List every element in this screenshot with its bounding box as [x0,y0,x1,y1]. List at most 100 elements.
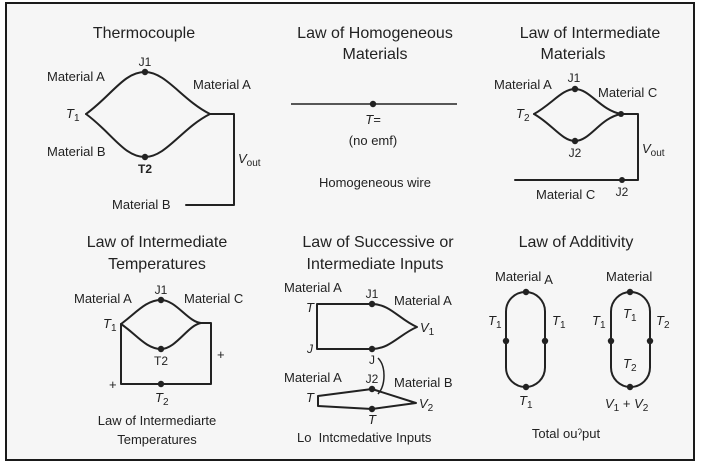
junction-t2 [141,153,149,161]
material-a-label: Material A [193,77,251,92]
output-lead [514,113,639,181]
temp-label-t: T [368,412,377,427]
junction-right [541,337,549,345]
panel-title: Temperatures [108,256,206,273]
junction-j1 [571,85,579,93]
junction-label-j1: J1 [366,287,379,301]
temp-label-t2: T2 [516,106,530,124]
junction-label-j2: J2 [616,185,629,199]
lower-circuit-wire [371,388,417,410]
junction-j [368,345,376,353]
junction-j2 [571,137,579,145]
temp-label-t1: T1 [103,316,117,334]
temp-label: T= [365,112,381,127]
material-label: Material [606,269,652,284]
panel-homogeneous-materials: Law of Homogeneous Materials T= (no emf)… [291,25,457,190]
junction-j2 [368,385,376,393]
material-a-label: Material A [394,293,452,308]
junction-left [502,337,510,345]
wire-lower [120,322,202,350]
material-b-label: Material B [112,197,171,212]
upper-circuit-wire [371,303,418,350]
plus-sign: + [217,347,225,362]
junction-base [619,177,625,183]
junction-label-j1: J1 [568,71,581,85]
panel-title: Intermediate Inputs [307,256,444,273]
diagram-frame [5,2,695,461]
temp-label-t2: T2 [656,313,670,331]
temp-label-t1: T1 [623,306,637,324]
material-a-label: Material A [47,69,105,84]
junction-t2 [157,345,165,353]
junction-label-j1: J1 [139,55,152,69]
sum-label: V1 + V2 [605,396,649,414]
panel-thermocouple: Thermocouple J1 T2 Material A Material A… [47,25,261,212]
temp-label-t: T [306,390,315,405]
junction-label-t2: T2 [138,162,152,176]
material-a-label: Material A [284,370,342,385]
caption: Law of Intermediarte [98,413,217,428]
output-label-v2: V2 [419,396,434,414]
panel-title: Law of Intermediate [520,25,661,42]
junction-label-j1: J1 [155,283,168,297]
material-a-label: Material A [494,77,552,92]
junction-right [618,111,624,117]
junction-j1 [157,296,165,304]
material-b-label: Material B [47,144,106,159]
temperature-point [369,100,377,108]
panel-title: Law of Successive or [302,234,454,251]
temp-label-t1: T1 [66,106,80,124]
junction-t [368,405,376,413]
caption: Total ouˀput [532,426,601,441]
material-b-label: Material B [394,375,453,390]
temp-label-t1: T1 [488,313,502,331]
temp-label-t2: T2 [623,356,637,374]
temp-label-t2: T2 [155,390,169,408]
loop-1 [505,291,546,388]
panel-title: Law of Additivity [519,234,634,251]
junction-label-j2: J2 [366,372,379,386]
vout-label: Vout [238,151,261,169]
panel-title: Materials [343,46,408,63]
caption: Temperatures [117,432,197,447]
panel-intermediate-materials: Law of Intermediate Materials J1 J2 J2 M… [494,25,665,202]
panel-successive-inputs: Law of Successive or Intermediate Inputs… [284,234,454,445]
junction-top [522,288,530,296]
junction-base [157,380,165,388]
loop-frame [120,322,212,385]
junction-label-j: J [306,342,314,356]
junction-j1 [141,68,149,76]
panel-intermediate-temperatures: Law of Intermediate Temperatures J1 T2 M… [74,234,243,447]
junction-left [607,337,615,345]
temp-label-t: T [306,300,315,315]
panel-title: Law of Homogeneous [297,25,453,42]
material-a-label: Material A [74,291,132,306]
caption: Lo Intcmedative Inputs [297,430,432,445]
junction-top [626,288,634,296]
vout-label: Vout [642,141,665,159]
junction-bottom [626,383,634,391]
caption: Homogeneous wire [319,175,431,190]
temp-label-t1: T1 [519,393,533,411]
connector-bracket [377,357,385,395]
material-c-label: Material C [536,187,595,202]
material-c-label: Material C [184,291,243,306]
junction-bottom [522,383,530,391]
no-emf-label: (no emf) [349,133,397,148]
lower-circuit-wire [317,388,373,410]
junction-label-j: J [369,353,375,367]
junction-right [646,337,654,345]
panel-title: Thermocouple [93,25,195,42]
junction-label-t2: T2 [154,354,168,368]
junction-j1 [368,300,376,308]
material-a-label: Material A [284,280,342,295]
upper-circuit-wire [316,303,373,350]
material-c-label: Material C [598,85,657,100]
panel-title: Law of Intermediate [87,234,228,251]
output-lead [185,113,235,206]
temp-label-t1: T1 [552,313,566,331]
output-label-v1: V1 [420,320,435,338]
